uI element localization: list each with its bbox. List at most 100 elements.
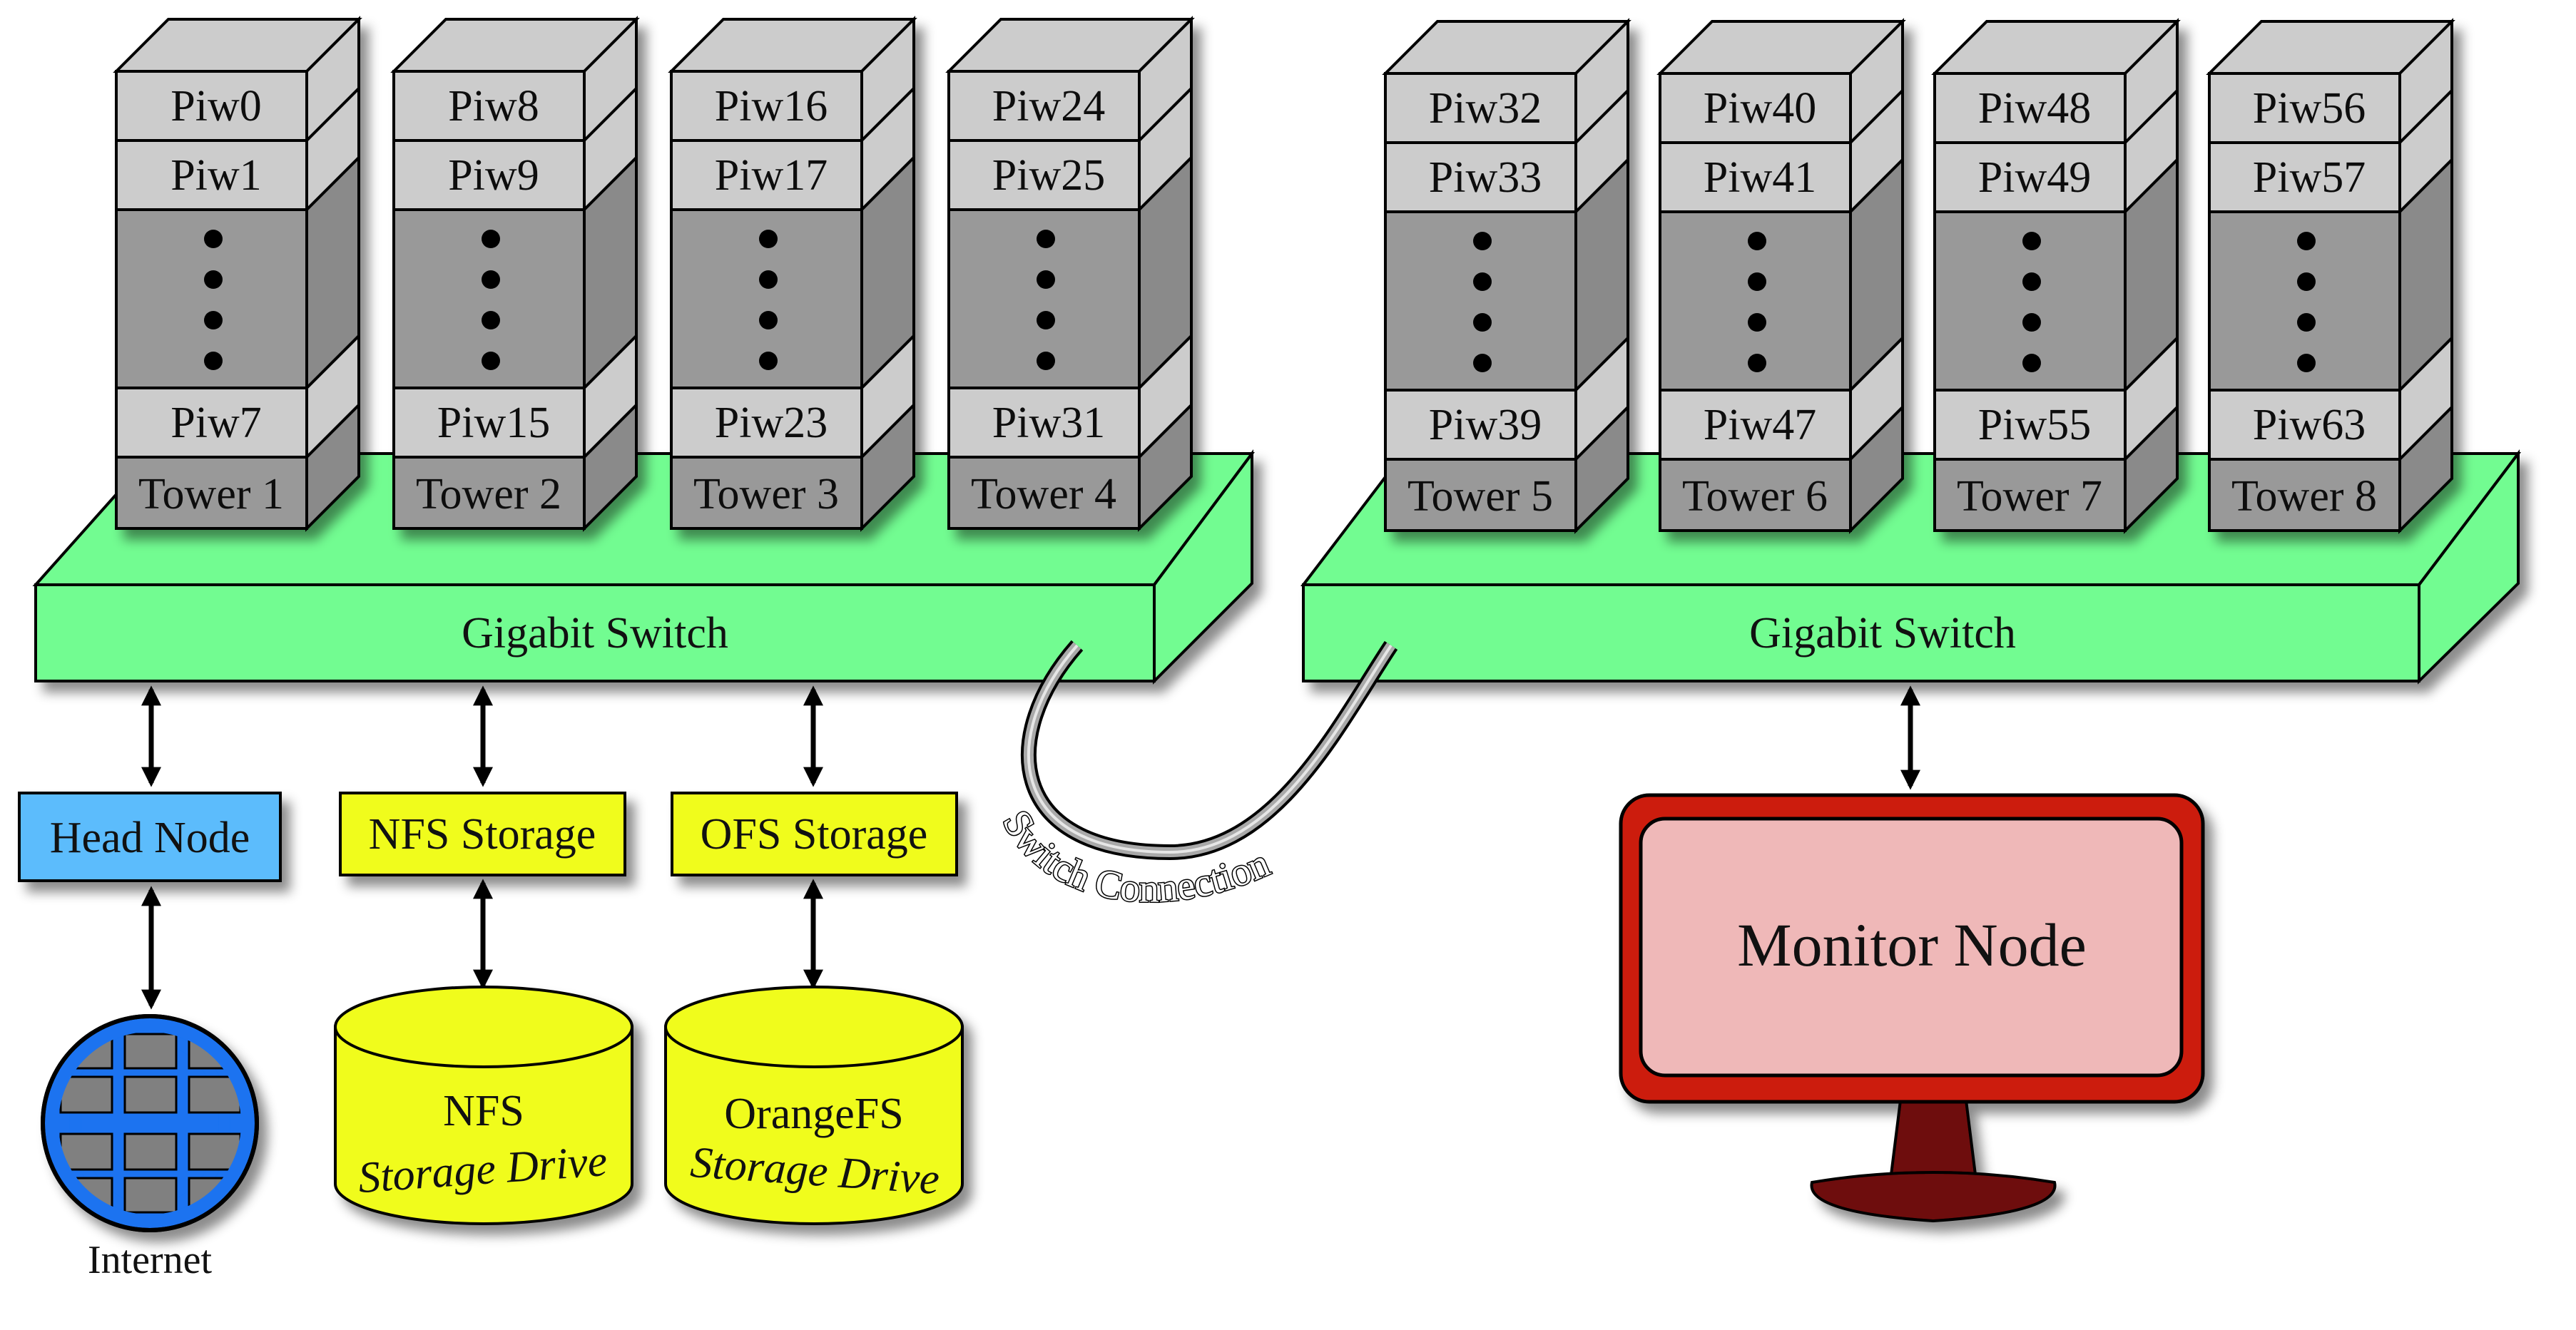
ellipsis-dot <box>204 352 223 370</box>
ellipsis-dot <box>2297 272 2316 291</box>
tower-3: Piw16 Piw17 Piw23 Tower 3 <box>668 16 917 532</box>
monitor-node-label: Monitor Node <box>1737 911 2087 979</box>
node-label-first: Piw56 <box>2253 84 2366 133</box>
ellipsis-dot <box>2022 354 2041 372</box>
ellipsis-dot <box>1748 272 1766 291</box>
monitor-screen <box>1639 817 2184 1078</box>
tower-base <box>115 456 308 530</box>
ellipsis-dot <box>204 230 223 248</box>
orangefs-drive-line1: OrangeFS <box>724 1090 903 1138</box>
ellipsis-dot <box>759 311 778 329</box>
towers: Piw0 Piw1 Piw7 Tower 1 Piw8 Piw9 Piw15 T… <box>113 16 2455 534</box>
monitor-icon <box>1619 793 2205 1223</box>
tower-base-side <box>2124 404 2179 534</box>
node-row-second <box>1384 141 1577 213</box>
switch-connection-cable <box>1021 640 1398 861</box>
node-row-last <box>392 387 586 459</box>
nfs-drive-top <box>334 986 633 1068</box>
node-label-first: Piw32 <box>1429 84 1542 133</box>
tower-6: Piw40 Piw41 Piw47 Tower 6 <box>1656 18 1906 534</box>
tower-base-side <box>860 401 915 532</box>
ellipsis-dot <box>759 352 778 370</box>
ofs-storage <box>671 792 958 876</box>
ellipsis-dot <box>204 270 223 289</box>
ellipsis-dot <box>1037 230 1055 248</box>
ellipsis-dot <box>1473 232 1492 250</box>
node-row-last <box>1384 389 1577 461</box>
tower-base-side <box>583 401 638 532</box>
ellipsis-dot <box>482 270 500 289</box>
node-label-second: Piw33 <box>1429 153 1542 202</box>
ellipsis-dot <box>1037 311 1055 329</box>
nfs-storage <box>339 792 626 876</box>
tower-base <box>1933 458 2127 532</box>
ellipsis-dot <box>2022 313 2041 332</box>
tower-5: Piw32 Piw33 Piw39 Tower 5 <box>1382 18 1631 534</box>
ellipsis-dot <box>1037 352 1055 370</box>
tower-base <box>1659 458 1852 532</box>
ofs-storage-box <box>671 792 958 876</box>
connection-arrows <box>141 685 1920 1010</box>
tower-base-side <box>2398 404 2453 534</box>
ellipsis-dot <box>2297 232 2316 250</box>
node-row-last <box>670 387 863 459</box>
switch-1-front <box>34 583 1156 682</box>
node-row-first <box>1384 72 1577 144</box>
node-label-second: Piw25 <box>992 151 1105 200</box>
node-label-second: Piw41 <box>1704 153 1816 202</box>
node-row-second <box>947 139 1141 211</box>
ellipsis-dot <box>1473 354 1492 372</box>
tower-label: Tower 1 <box>138 470 284 518</box>
tower-base-side <box>1138 401 1193 532</box>
ellipsis-dot <box>2022 272 2041 291</box>
node-label-second: Piw17 <box>715 151 828 200</box>
node-label-last: Piw47 <box>1704 401 1816 449</box>
nfs-drive-line1: NFS <box>443 1087 524 1135</box>
switch-2-label: Gigabit Switch <box>1749 609 2016 658</box>
node-row-second <box>392 139 586 211</box>
ellipsis-dot <box>1473 272 1492 291</box>
globe-cell <box>123 1075 178 1114</box>
globe-cell <box>123 1033 178 1070</box>
ellipsis-dot <box>482 311 500 329</box>
head-node-box <box>18 792 282 882</box>
ellipsis-dot <box>1037 270 1055 289</box>
ellipsis-dot <box>759 230 778 248</box>
tower-label: Tower 2 <box>416 470 561 518</box>
node-label-first: Piw0 <box>170 82 261 131</box>
node-label-first: Piw24 <box>992 82 1105 131</box>
tower-2: Piw8 Piw9 Piw15 Tower 2 <box>390 16 640 532</box>
node-label-second: Piw9 <box>448 151 539 200</box>
ellipsis-dot <box>759 270 778 289</box>
switch-2-front <box>1302 583 2420 682</box>
ellipsis-dot <box>1748 354 1766 372</box>
globe-cell <box>123 1132 178 1171</box>
ellipsis-dot <box>2297 313 2316 332</box>
ellipsis-dot <box>1473 313 1492 332</box>
monitor-stand-base <box>1810 1171 2057 1223</box>
ellipsis-dot <box>1748 232 1766 250</box>
tower-base <box>670 456 863 530</box>
tower-label: Tower 8 <box>2231 472 2377 521</box>
tower-1: Piw0 Piw1 Piw7 Tower 1 <box>113 16 362 532</box>
node-label-first: Piw16 <box>715 82 828 131</box>
nfs-storage-label: NFS Storage <box>369 810 596 859</box>
node-label-last: Piw15 <box>437 399 550 447</box>
node-label-last: Piw55 <box>1978 401 2091 449</box>
internet-label: Internet <box>88 1238 213 1282</box>
node-label-second: Piw57 <box>2253 153 2366 202</box>
tower-label: Tower 4 <box>971 470 1116 518</box>
orangefs-storage-drive <box>664 986 964 1225</box>
ellipsis-dot <box>482 230 500 248</box>
ofs-storage-label: OFS Storage <box>701 810 928 859</box>
node-label-last: Piw39 <box>1429 401 1542 449</box>
globe-outline <box>41 1014 259 1232</box>
tower-base <box>1384 458 1577 532</box>
monitor-stand-neck <box>1888 1093 1978 1182</box>
ellipsis-dot <box>2297 354 2316 372</box>
tower-label: Tower 6 <box>1682 472 1828 521</box>
tower-base-side <box>1574 404 1629 534</box>
node-label-second: Piw1 <box>170 151 261 200</box>
nfs-storage-drive <box>334 986 633 1225</box>
